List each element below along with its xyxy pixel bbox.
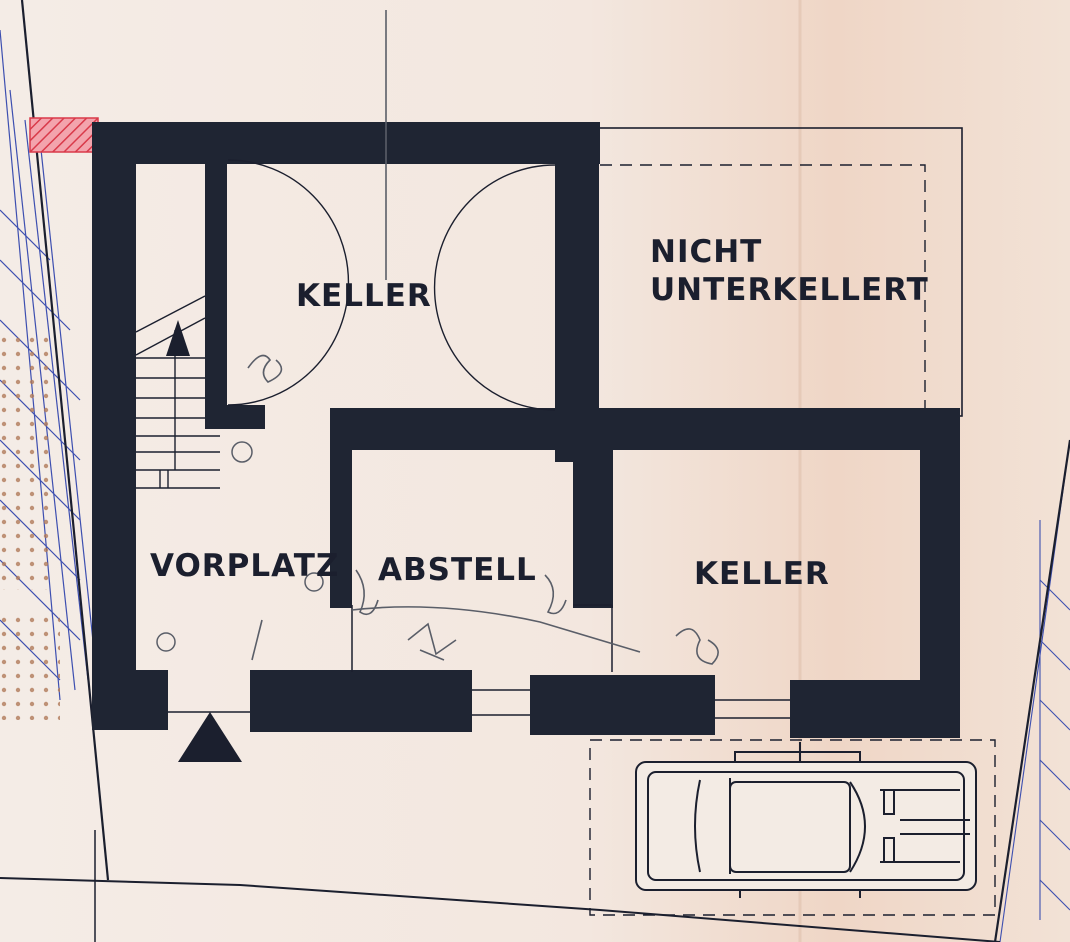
stair-arrow-icon — [166, 320, 190, 356]
wall-top — [96, 122, 600, 164]
door-swing-right — [433, 164, 556, 411]
outlet-symbols — [156, 441, 324, 652]
walls — [92, 122, 960, 738]
wall-abstell-right — [573, 408, 613, 608]
wall-abstell-left — [330, 408, 352, 608]
right-site-boundary — [993, 439, 1070, 942]
wall-keller-right — [555, 122, 599, 462]
wall-bottom-left — [92, 670, 168, 730]
unexcavated-dashed-outline — [600, 164, 926, 410]
outlet-symbol-icon — [304, 572, 324, 592]
street-line — [0, 877, 1001, 942]
wall-bottom-mid — [250, 670, 472, 732]
outlet-symbol-icon — [231, 441, 253, 463]
room-label-vorplatz: VORPLATZ — [150, 548, 339, 584]
pencil-annotations — [247, 10, 719, 665]
room-label-abstell: ABSTELL — [378, 552, 537, 588]
entrance-triangle-icon — [178, 712, 242, 762]
left-dot-field-lower — [0, 610, 60, 720]
garage-dashed-outline — [589, 739, 996, 916]
red-hatch-marker — [29, 117, 99, 153]
room-label-keller-right: KELLER — [694, 556, 830, 592]
wall-bottom-right — [790, 680, 960, 738]
wall-stair — [205, 160, 227, 428]
car-icon — [635, 742, 977, 898]
left-dot-field — [0, 330, 50, 590]
wall-left — [92, 122, 136, 730]
outlet-symbol-icon — [156, 632, 176, 652]
room-label-keller-top: KELLER — [296, 278, 432, 314]
wall-stair-foot — [205, 405, 265, 429]
door-swing-left — [227, 159, 350, 406]
room-label-nicht: NICHT — [650, 234, 762, 270]
bottom-openings — [168, 604, 790, 719]
wall-bottom-mid-2 — [530, 675, 715, 735]
wall-mid-horizontal — [330, 408, 960, 450]
room-label-unterkellert: UNTERKELLERT — [650, 272, 929, 308]
